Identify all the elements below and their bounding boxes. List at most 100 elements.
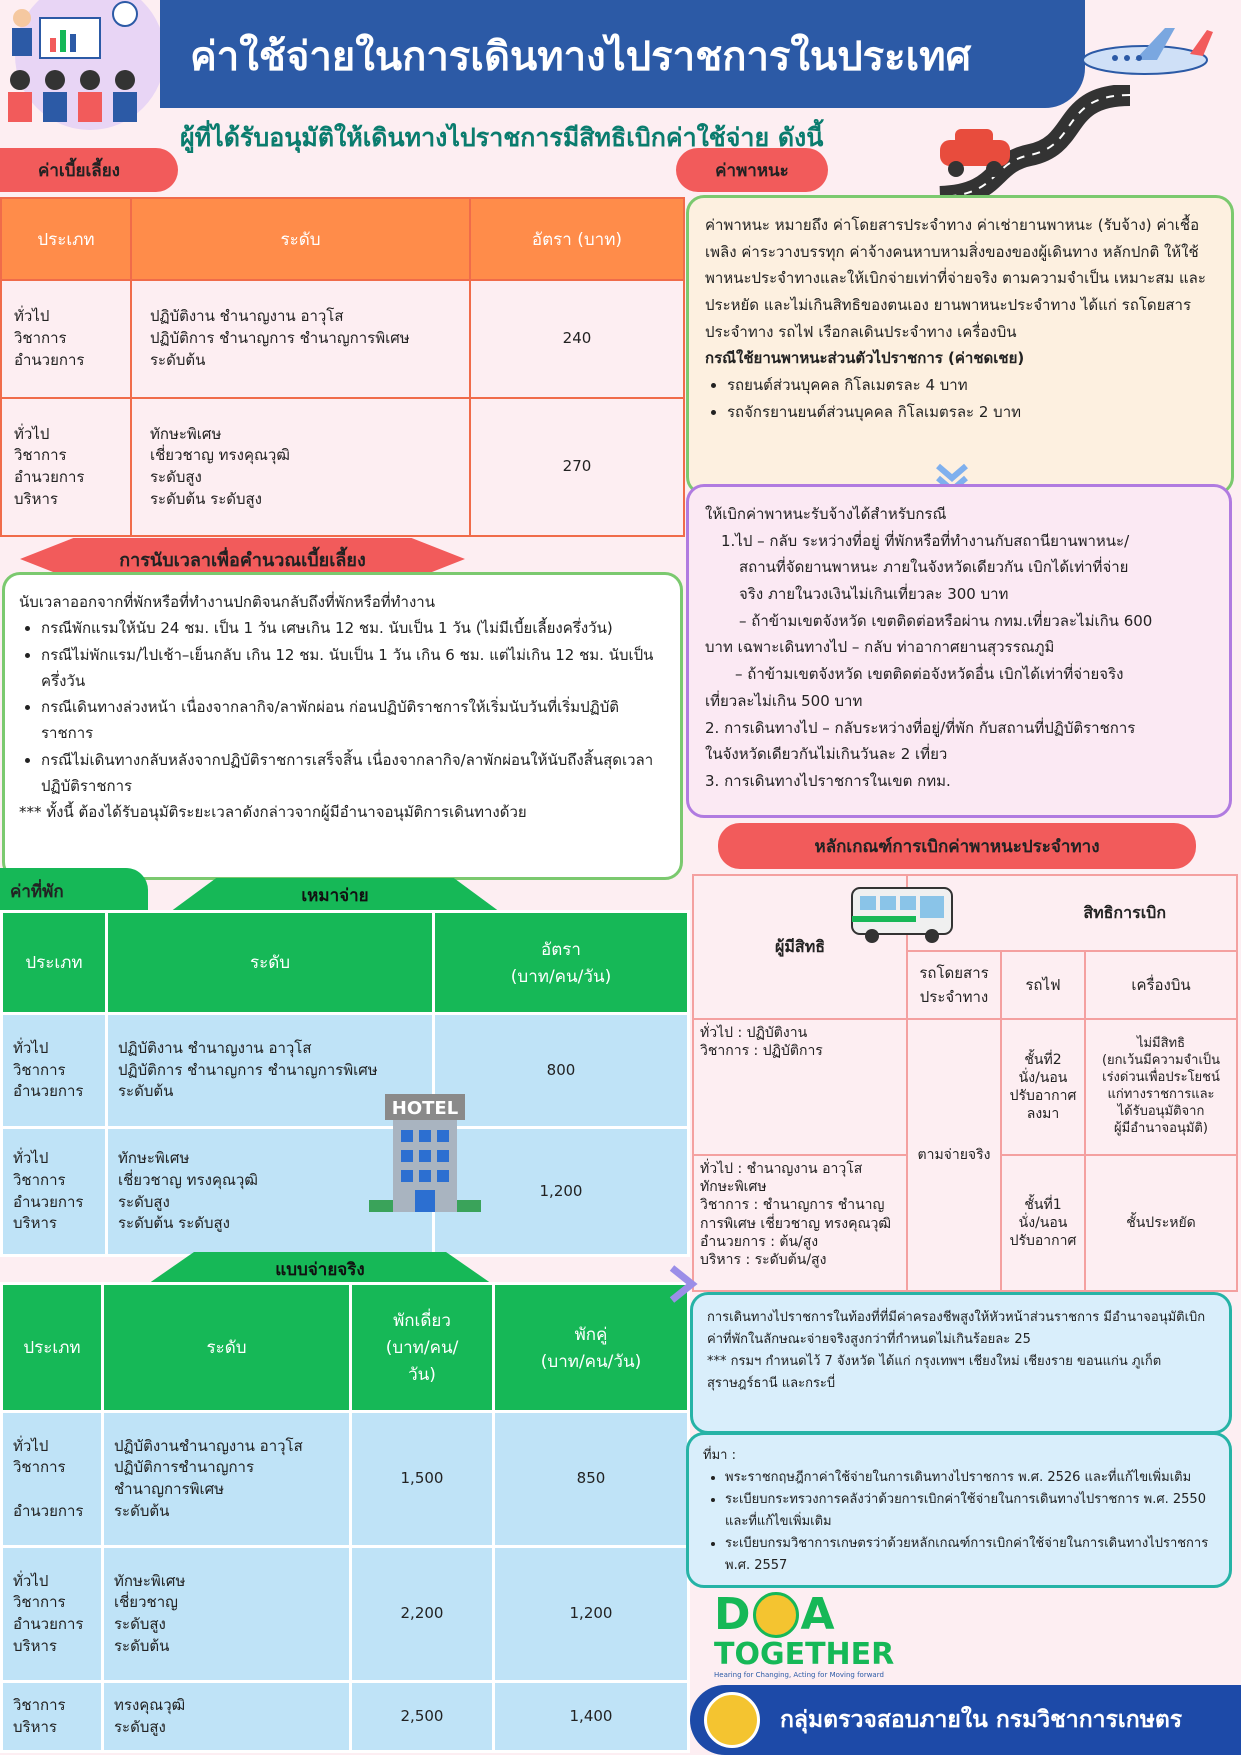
table-cell: 800 xyxy=(432,1012,690,1129)
table-cell: ปฏิบัติงาน ชำนาญงาน อาวุโส ปฏิบัติการ ชำ… xyxy=(105,1012,435,1129)
footer-text: กลุ่มตรวจสอบภายใน กรมวิชาการเกษตร xyxy=(780,1707,1183,1733)
table-cell: 1,400 xyxy=(492,1680,690,1753)
table-cell: ทักษะพิเศษ เชี่ยวชาญ ทรงคุณวุฒิ ระดับสูง… xyxy=(105,1126,435,1257)
private-vehicle-title: กรณีใช้ยานพาหนะส่วนตัวไปราชการ (ค่าชดเชย… xyxy=(705,349,1025,368)
col-single: พักเดี่ยว (บาท/คน/ วัน) xyxy=(349,1282,495,1413)
table-cell: ปฏิบัติงานชำนาญงาน อาวุโส ปฏิบัติการชำนา… xyxy=(101,1410,352,1548)
table-cell: ไม่มีสิทธิ (ยกเว้นมีความจำเป็น เร่งด่วนเ… xyxy=(1084,1018,1238,1156)
table-cell: 2,200 xyxy=(349,1545,495,1683)
hire-line: 3. การเดินทางไปราชการในเขต กทม. xyxy=(705,771,951,790)
table-cell: ตามจ่ายจริง xyxy=(906,1018,1002,1292)
dept-seal-icon xyxy=(704,1692,760,1748)
table-cell: ปฏิบัติงาน ชำนาญงาน อาวุโส ปฏิบัติการ ชำ… xyxy=(130,279,471,399)
actual-pay-table: ประเภท ระดับ พักเดี่ยว (บาท/คน/ วัน) พัก… xyxy=(0,1282,690,1753)
allowance-table: ประเภท ระดับ อัตรา (บาท) ทั่วไป วิชาการ … xyxy=(0,197,685,537)
bus-icon xyxy=(848,882,958,950)
col-level: ระดับ xyxy=(130,197,471,281)
table-cell: ทั่วไป : ชำนาญงาน อาวุโส ทักษะพิเศษ วิชา… xyxy=(692,1154,908,1292)
col-type: ประเภท xyxy=(0,910,108,1015)
table-cell: 1,500 xyxy=(349,1410,495,1548)
list-item: พระราชกฤษฎีกาค่าใช้จ่ายในการเดินทางไปราช… xyxy=(725,1467,1215,1489)
table-cell: ทั่วไป วิชาการ อำนวยการ xyxy=(0,1012,108,1129)
hire-line: เที่ยวละไม่เกิน 500 บาท xyxy=(705,691,863,710)
list-item: กรณีไม่พักแรม/ไปเช้า–เย็นกลับ เกิน 12 ชม… xyxy=(41,642,666,695)
table-cell: ทั่วไป วิชาการ อำนวยการ xyxy=(0,279,132,399)
table-cell: ทั่วไป วิชาการ อำนวยการ xyxy=(0,1410,104,1548)
svg-text:HOTEL: HOTEL xyxy=(392,1098,458,1119)
table-cell: ทั่วไป วิชาการ อำนวยการ บริหาร xyxy=(0,1126,108,1257)
col-plane: เครื่องบิน xyxy=(1084,950,1238,1020)
actual-pay-banner: แบบจ่ายจริง xyxy=(145,1252,495,1286)
col-bus: รถโดยสาร ประจำทาง xyxy=(906,950,1002,1020)
note-box: การเดินทางไปราชการในท้องที่ที่มีค่าครองช… xyxy=(690,1292,1232,1434)
hire-line: สถานที่จัดยานพาหนะ ภายในจังหวัดเดียวกัน … xyxy=(739,558,1129,577)
table-cell: ทรงคุณวุฒิ ระดับสูง xyxy=(101,1680,352,1753)
list-item: กรณีไม่เดินทางกลับหลังจากปฏิบัติราชการเส… xyxy=(41,747,666,800)
table-cell: 2,500 xyxy=(349,1680,495,1753)
vehicle-label: ค่าพาหนะ xyxy=(676,148,828,192)
presenter-illustration xyxy=(0,0,165,130)
allowance-label: ค่าเบี้ยเลี้ยง xyxy=(0,148,178,192)
hire-line: บาท เฉพาะเดินทางไป – กลับ ท่าอากาศยานสุว… xyxy=(705,638,1055,657)
lump-sum-banner: เหมาจ่าย xyxy=(170,878,500,912)
table-cell: ทั่วไป วิชาการ อำนวยการ บริหาร xyxy=(0,1545,104,1683)
hire-line: ในจังหวัดเดียวกันไม่เกินวันละ 2 เที่ยว xyxy=(705,745,948,764)
col-double: พักคู่ (บาท/คน/วัน) xyxy=(492,1282,690,1413)
col-rights: สิทธิการเบิก xyxy=(851,874,1238,952)
table-cell: ชั้นที่1 นั่ง/นอน ปรับอากาศ xyxy=(1000,1154,1086,1292)
table-cell: ทั่วไป วิชาการ อำนวยการ บริหาร xyxy=(0,397,132,537)
col-level: ระดับ xyxy=(101,1282,352,1413)
note-text: *** กรมฯ กำหนดไว้ 7 จังหวัด ได้แก่ กรุงเ… xyxy=(707,1354,1162,1392)
vehicle-box: ค่าพาหนะ หมายถึง ค่าโดยสารประจำทาง ค่าเช… xyxy=(686,195,1234,495)
table-cell: วิชาการ บริหาร xyxy=(0,1680,104,1753)
table-cell: ชั้นประหยัด xyxy=(1084,1154,1238,1292)
title-banner xyxy=(160,0,1085,108)
page-subtitle: ผู้ที่ได้รับอนุมัติให้เดินทางไปราชการมีส… xyxy=(180,123,824,152)
list-item: ระเบียบกระทรวงการคลังว่าด้วยการเบิกค่าใช… xyxy=(725,1489,1215,1533)
hire-line: – ถ้าข้ามเขตจังหวัด เขตติดต่อหรือผ่าน กท… xyxy=(739,611,1153,630)
list-item: กรณีพักแรมให้นับ 24 ชม. เป็น 1 วัน เศษเก… xyxy=(41,615,666,641)
col-level: ระดับ xyxy=(105,910,435,1015)
list-item: ระเบียบกรมวิชาการเกษตรว่าด้วยหลักเกณฑ์กา… xyxy=(725,1533,1215,1577)
vehicle-paragraph: ค่าพาหนะ หมายถึง ค่าโดยสารประจำทาง ค่าเช… xyxy=(705,216,1206,341)
lump-sum-table: ประเภท ระดับ อัตรา (บาท/คน/วัน) ทั่วไป ว… xyxy=(0,910,690,1257)
col-type: ประเภท xyxy=(0,1282,104,1413)
footer-bar xyxy=(690,1685,1241,1755)
time-calc-note: *** ทั้งนี้ ต้องได้รับอนุมัติระยะเวลาดัง… xyxy=(19,803,527,821)
col-train: รถไฟ xyxy=(1000,950,1086,1020)
doa-together-logo: D A TOGETHER Hearing for Changing, Actin… xyxy=(714,1589,895,1679)
time-calc-intro: นับเวลาออกจากที่พักหรือที่ทำงานปกติจนกลั… xyxy=(19,593,435,611)
hire-line: – ถ้าข้ามเขตจังหวัด เขตติดต่อจังหวัดอื่น… xyxy=(735,665,1124,684)
road-car-illustration xyxy=(930,84,1160,208)
table-cell: ชั้นที่2 นั่ง/นอน ปรับอากาศ ลงมา xyxy=(1000,1018,1086,1156)
criteria-table: ผู้มีสิทธิ สิทธิการเบิก รถโดยสาร ประจำทา… xyxy=(692,874,1238,1292)
table-cell: 850 xyxy=(492,1410,690,1548)
list-item: รถยนต์ส่วนบุคคล กิโลเมตรละ 4 บาท xyxy=(727,372,1215,399)
refs-title: ที่มา : xyxy=(703,1448,736,1463)
hire-title: ให้เบิกค่าพาหนะรับจ้างได้สำหรับกรณี xyxy=(705,505,947,523)
col-rate: อัตรา (บาท) xyxy=(469,197,685,281)
table-cell: 240 xyxy=(469,279,685,399)
list-item: รถจักรยานยนต์ส่วนบุคคล กิโลเมตรละ 2 บาท xyxy=(727,399,1215,426)
lodging-label: ค่าที่พัก xyxy=(0,868,148,910)
chevron-right-icon xyxy=(666,1264,700,1304)
hotel-icon: HOTEL xyxy=(365,1090,485,1220)
table-cell: ทั่วไป : ปฏิบัติงาน วิชาการ : ปฏิบัติการ xyxy=(692,1018,908,1156)
table-cell: 270 xyxy=(469,397,685,537)
note-text: การเดินทางไปราชการในท้องที่ที่มีค่าครองช… xyxy=(707,1310,1206,1348)
hire-line: 2. การเดินทางไป – กลับระหว่างที่อยู่/ที่… xyxy=(705,718,1136,737)
hire-line: 1.ไป – กลับ ระหว่างที่อยู่ ที่พักหรือที่… xyxy=(721,531,1130,550)
hire-line: จริง ภายในวงเงินไม่เกินเที่ยวละ 300 บาท xyxy=(739,585,1009,604)
refs-box: ที่มา : พระราชกฤษฎีกาค่าใช้จ่ายในการเดิน… xyxy=(686,1432,1232,1588)
airplane-icon xyxy=(1075,20,1215,90)
col-rate: อัตรา (บาท/คน/วัน) xyxy=(432,910,690,1015)
table-cell: ทักษะพิเศษ เชี่ยวชาญ ระดับสูง ระดับต้น xyxy=(101,1545,352,1683)
page-title: ค่าใช้จ่ายในการเดินทางไปราชการในประเทศ xyxy=(190,34,972,80)
hire-box: ให้เบิกค่าพาหนะรับจ้างได้สำหรับกรณี 1.ไป… xyxy=(686,484,1232,818)
time-calc-box: นับเวลาออกจากที่พักหรือที่ทำงานปกติจนกลั… xyxy=(2,572,683,880)
list-item: กรณีเดินทางล่วงหน้า เนื่องจากลากิจ/ลาพัก… xyxy=(41,694,666,747)
table-cell: 1,200 xyxy=(492,1545,690,1683)
table-cell: 1,200 xyxy=(432,1126,690,1257)
criteria-label: หลักเกณฑ์การเบิกค่าพาหนะประจำทาง xyxy=(718,823,1196,869)
table-cell: ทักษะพิเศษ เชี่ยวชาญ ทรงคุณวุฒิ ระดับสูง… xyxy=(130,397,471,537)
